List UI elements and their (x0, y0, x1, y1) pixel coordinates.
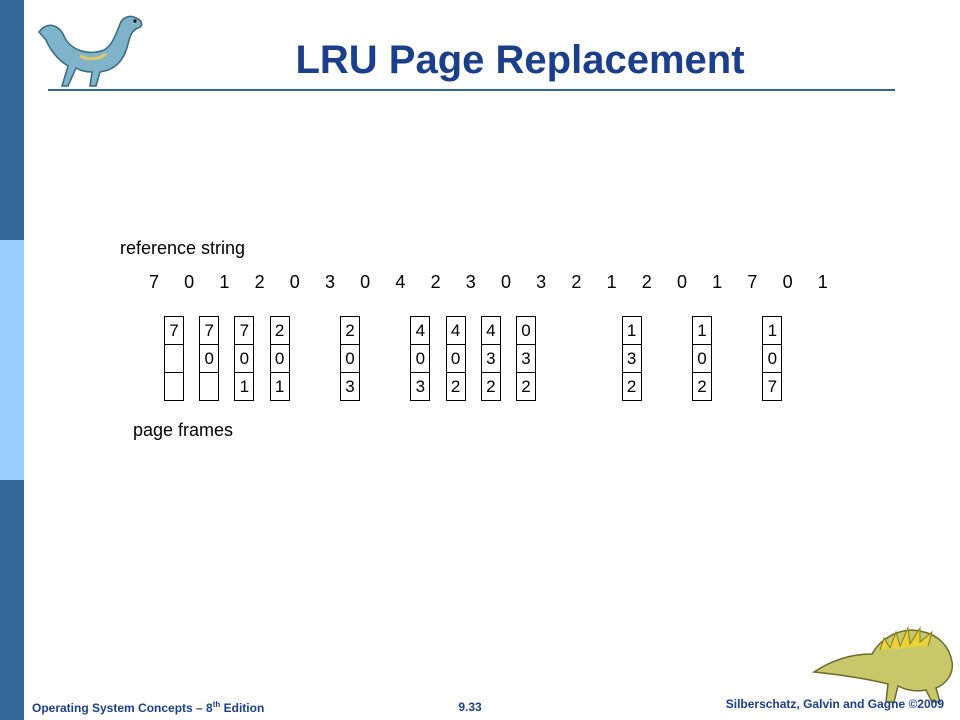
frame-cell: 3 (622, 345, 641, 373)
reference-value: 7 (747, 272, 758, 292)
frame-cell: 0 (446, 345, 465, 373)
reference-value: 2 (430, 272, 441, 292)
reference-value: 1 (817, 272, 828, 292)
frame-cell: 1 (693, 317, 711, 345)
frame-cell: 4 (411, 317, 430, 345)
reference-value: 7 (148, 272, 159, 292)
reference-value: 4 (395, 272, 406, 292)
reference-value: 3 (465, 272, 476, 292)
reference-value: 0 (289, 272, 300, 292)
frame-cell: 1 (622, 317, 641, 345)
frame-cell (165, 345, 183, 373)
footer-authors: Silberschatz, Galvin and Gagne ©2009 (725, 697, 944, 711)
frame-cell: 0 (235, 345, 254, 373)
slide-title: LRU Page Replacement (295, 38, 745, 82)
frame-cell: 0 (341, 345, 359, 373)
reference-value: 1 (219, 272, 230, 292)
frame-cell: 3 (415, 377, 426, 396)
sidebar-top (0, 0, 24, 240)
reference-value: 0 (500, 272, 511, 292)
frame-cell: 4 (446, 317, 465, 345)
page-frames-label: page frames (133, 420, 234, 440)
sidebar-middle (0, 240, 24, 480)
frame-cell: 4 (481, 317, 500, 345)
frame-cell: 2 (626, 377, 637, 396)
page-frame-column: 7 (164, 316, 184, 401)
frame-cell: 2 (270, 317, 289, 345)
reference-value: 0 (360, 272, 371, 292)
frame-cell (200, 373, 218, 400)
frame-cell: 3 (481, 345, 500, 373)
reference-value: 0 (782, 272, 793, 292)
reference-value: 0 (184, 272, 195, 292)
reference-value: 3 (536, 272, 547, 292)
reference-value: 2 (571, 272, 582, 292)
reference-value: 1 (606, 272, 617, 292)
reference-value: 2 (254, 272, 265, 292)
frame-cell: 7 (200, 317, 219, 345)
frame-cell: 7 (235, 317, 254, 345)
reference-value: 1 (712, 272, 723, 292)
frame-cell: 7 (165, 317, 183, 345)
frame-cell: 2 (521, 377, 531, 396)
frame-cell: 3 (517, 345, 535, 373)
frame-cell: 0 (763, 345, 782, 373)
frame-cell: 0 (517, 317, 535, 345)
dinosaur-logo-icon (38, 15, 143, 87)
reference-value: 0 (676, 272, 687, 292)
frame-cell: 1 (763, 317, 782, 345)
frame-cell: 2 (486, 377, 496, 396)
reference-string-label: reference string (120, 238, 246, 258)
frame-cell: 0 (200, 345, 219, 373)
frame-cell: 7 (767, 377, 778, 396)
frame-cell: 0 (693, 345, 711, 373)
frame-cell: 1 (274, 377, 285, 396)
dinosaur-footer-icon (812, 626, 954, 703)
frame-cell: 2 (341, 317, 359, 345)
sidebar-bottom (0, 480, 24, 720)
frame-cell: 0 (270, 345, 289, 373)
title-divider (48, 89, 895, 91)
reference-value: 3 (324, 272, 335, 292)
frame-cell: 3 (345, 377, 355, 396)
frame-cell (165, 373, 183, 400)
footer-book-title: Operating System Concepts – 8th Edition (32, 700, 265, 715)
frame-cell: 0 (411, 345, 430, 373)
reference-value: 2 (641, 272, 652, 292)
frame-cell: 2 (697, 377, 707, 396)
footer-page-number: 9.33 (458, 700, 482, 714)
frame-cell: 2 (450, 377, 461, 396)
frame-cell: 1 (239, 377, 250, 396)
